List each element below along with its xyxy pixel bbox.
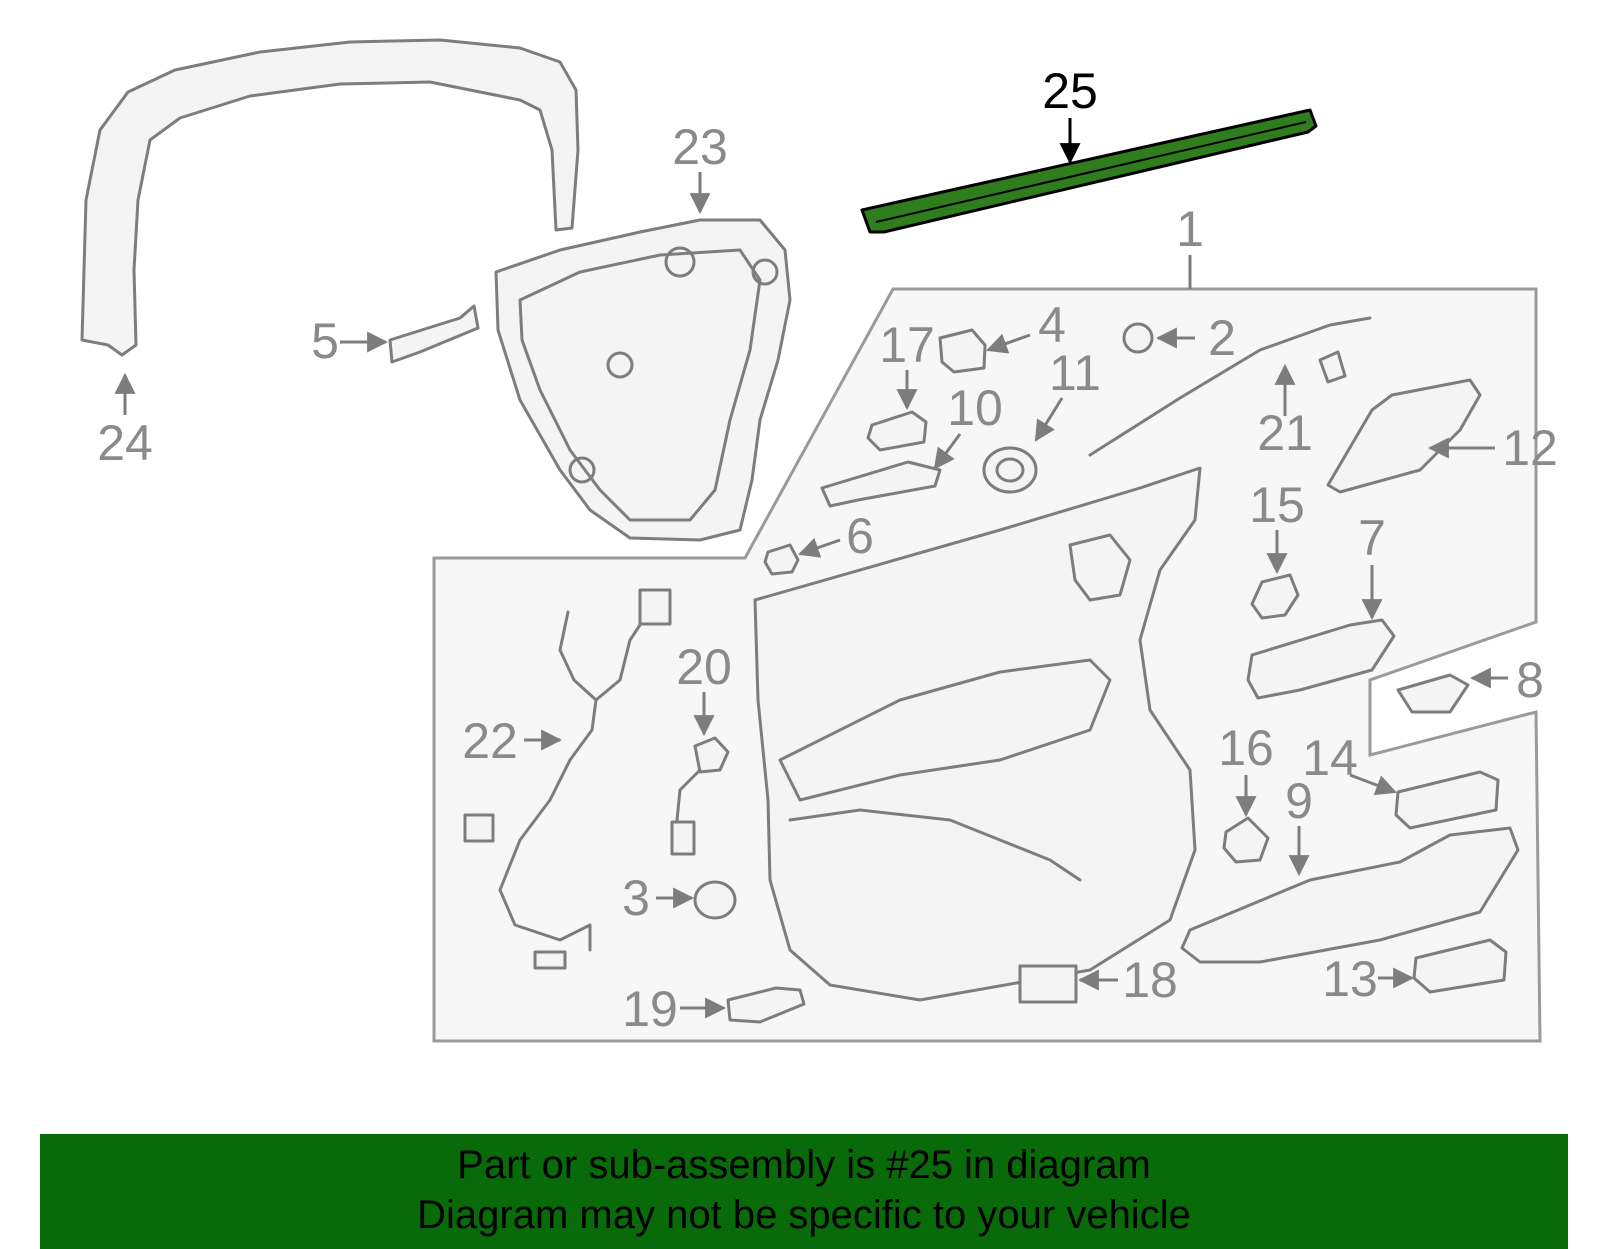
callout-4-arrow: [986, 333, 1031, 354]
part-23-module-plate: [494, 218, 792, 542]
part-3-grommet: [693, 880, 737, 920]
part-22-connector: [533, 950, 567, 970]
part-1-map-pocket: [788, 808, 1082, 882]
part-24-window-frame: [80, 38, 580, 357]
part-15-switch: [1250, 573, 1300, 620]
callout-label-highlighted: 25: [1042, 63, 1098, 119]
part-25-groove: [875, 121, 1307, 223]
part-23-inner-track: [518, 248, 762, 522]
callout-label: 2: [1208, 310, 1236, 366]
callout-label: 17: [879, 317, 935, 373]
part-19-bracket: [726, 986, 806, 1024]
callout-label: 11: [1049, 345, 1101, 401]
part-7-bezel: [1246, 618, 1396, 700]
banner-line-2: Diagram may not be specific to your vehi…: [417, 1193, 1191, 1237]
callout-label: 8: [1516, 652, 1544, 708]
callout-label: 14: [1302, 730, 1358, 786]
part-4-block: [938, 328, 987, 374]
part-22-connector: [463, 813, 495, 843]
part-11-speaker-cone: [995, 457, 1025, 483]
callout-label: 19: [622, 981, 678, 1037]
banner-line-1: Part or sub-assembly is #25 in diagram: [457, 1143, 1151, 1187]
part-23-hole: [568, 456, 596, 484]
part-1-armrest: [778, 658, 1112, 802]
callout-label: 13: [1322, 951, 1378, 1007]
callout-label: 1: [1176, 201, 1204, 257]
part-12-trim: [1326, 378, 1482, 494]
callout-label: 12: [1502, 420, 1558, 476]
part-20-lamp: [693, 736, 730, 774]
callout-label: 18: [1122, 952, 1178, 1008]
callout-label: 24: [97, 415, 153, 471]
part-1-door-trim-panel: [753, 466, 1202, 1002]
part-25-belt-weatherstrip: [860, 108, 1318, 234]
part-18-label: [1018, 964, 1078, 1004]
callout-label: 20: [676, 639, 732, 695]
callout-label: 16: [1218, 720, 1274, 776]
part-2-clip: [1122, 322, 1154, 354]
callout-label: 9: [1285, 773, 1313, 829]
callout-14-arrow: [1349, 773, 1397, 796]
part-22-harness: [498, 610, 598, 952]
part-16-clip: [1222, 816, 1270, 864]
part-21-connector: [1318, 350, 1347, 384]
callout-10-arrow: [933, 433, 962, 470]
callout-label: 5: [311, 313, 339, 369]
part-11-speaker: [982, 446, 1038, 494]
callout-label: 3: [622, 870, 650, 926]
part-22-connector: [638, 588, 672, 626]
part-9-armrest: [1180, 826, 1520, 964]
info-banner: Part or sub-assembly is #25 in diagram D…: [40, 1134, 1568, 1249]
part-14-switch: [1394, 770, 1500, 830]
part-10-bezel: [820, 460, 942, 508]
callout-6-arrow: [798, 537, 841, 558]
callout-label: 23: [672, 119, 728, 175]
callout-label: 21: [1257, 405, 1313, 461]
part-1-handle-cup: [1068, 533, 1132, 602]
part-23-hole: [751, 258, 779, 286]
part-17-switch: [866, 410, 928, 452]
part-20-plug: [670, 820, 696, 856]
callout-11-arrow: [1034, 397, 1064, 442]
part-23-hole: [606, 351, 634, 379]
callout-label: 22: [462, 713, 518, 769]
callout-label: 15: [1249, 477, 1305, 533]
part-21-rod: [1088, 316, 1372, 457]
part-8-insert: [1396, 673, 1470, 714]
part-5-bracket: [388, 304, 480, 364]
callout-label: 6: [846, 508, 874, 564]
part-6-pin: [763, 543, 800, 576]
callout-label: 10: [947, 380, 1003, 436]
callout-label: 4: [1038, 297, 1066, 353]
part-23-hole: [664, 246, 696, 278]
callout-label: 7: [1358, 510, 1386, 566]
